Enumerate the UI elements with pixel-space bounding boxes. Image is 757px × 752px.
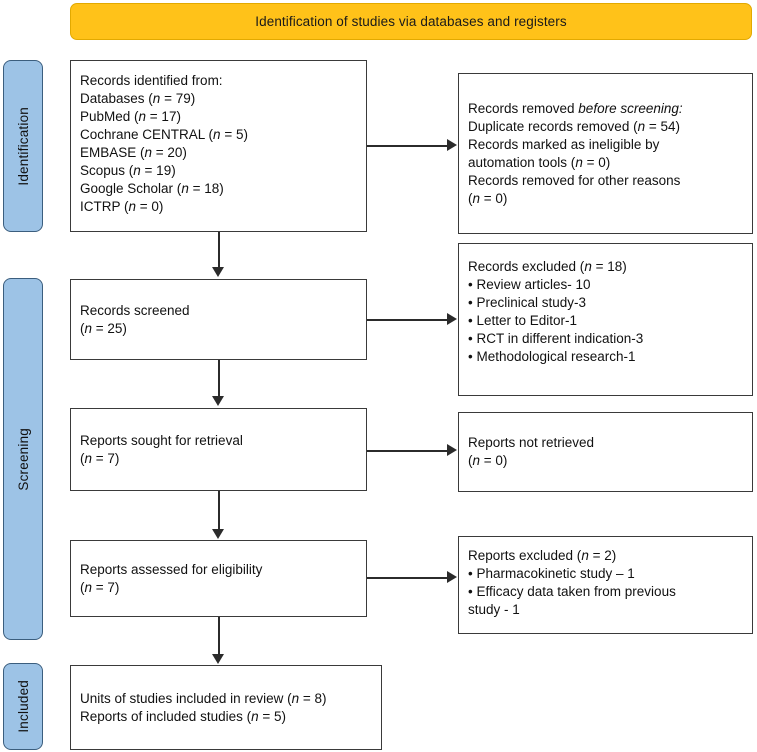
box-line: Cochrane CENTRAL (n = 5) xyxy=(80,127,248,142)
box-line: • Efficacy data taken from previous xyxy=(468,584,676,599)
box-line: Reports excluded (n = 2) xyxy=(468,548,617,563)
connector-assessed-to-excluded xyxy=(367,577,447,579)
stage-label-screening-text: Screening xyxy=(15,427,31,491)
box-records-identified: Records identified from: Databases (n = … xyxy=(70,60,367,232)
box-line: Units of studies included in review (n =… xyxy=(80,690,327,706)
box-line: Records identified from: xyxy=(80,73,223,88)
stage-label-included-text: Included xyxy=(15,680,31,733)
connector-screened-to-sought xyxy=(218,360,220,396)
box-reports-excluded: Reports excluded (n = 2) • Pharmacokinet… xyxy=(458,536,753,634)
connector-screened-to-excluded xyxy=(367,319,447,321)
stage-label-identification: Identification xyxy=(3,60,43,232)
banner-label: Identification of studies via databases … xyxy=(255,14,567,29)
box-studies-included: Units of studies included in review (n =… xyxy=(70,665,382,750)
box-line: Reports sought for retrieval xyxy=(80,432,243,448)
box-line: EMBASE (n = 20) xyxy=(80,145,187,160)
box-reports-not-retrieved: Reports not retrieved (n = 0) xyxy=(458,412,753,492)
box-line: • Preclinical study-3 xyxy=(468,295,587,310)
box-line: Records marked as ineligible by xyxy=(468,136,660,152)
box-line: (n = 7) xyxy=(80,450,120,466)
connector-identified-to-screened xyxy=(218,232,220,267)
box-line: Duplicate records removed (n = 54) xyxy=(468,118,680,134)
box-line: Reports assessed for eligibility xyxy=(80,561,263,577)
box-line: Google Scholar (n = 18) xyxy=(80,181,224,196)
box-line: Reports not retrieved xyxy=(468,435,595,450)
box-reports-assessed-for-eligibility: Reports assessed for eligibility (n = 7) xyxy=(70,540,367,617)
box-line: automation tools (n = 0) xyxy=(468,154,611,170)
box-line: • Pharmacokinetic study – 1 xyxy=(468,566,635,581)
box-records-removed-before-screening: Records removed before screening: Duplic… xyxy=(458,73,753,234)
box-line: Scopus (n = 19) xyxy=(80,163,176,178)
box-line: (n = 0) xyxy=(468,453,508,468)
stage-label-included: Included xyxy=(3,663,43,750)
arrowhead-assessed-to-included xyxy=(211,654,224,664)
box-line: • Letter to Editor-1 xyxy=(468,313,578,328)
arrowhead-screened-to-sought xyxy=(211,396,224,406)
connector-assessed-to-included xyxy=(218,617,220,654)
stage-label-screening: Screening xyxy=(3,278,43,640)
diagram-banner-title: Identification of studies via databases … xyxy=(70,3,752,40)
arrowhead-screened-to-excluded xyxy=(447,312,457,325)
box-reports-sought-for-retrieval: Reports sought for retrieval (n = 7) xyxy=(70,408,367,491)
box-line: study - 1 xyxy=(468,602,520,617)
box-line: • Review articles- 10 xyxy=(468,277,591,292)
box-line: (n = 7) xyxy=(80,579,120,595)
connector-sought-to-assessed xyxy=(218,491,220,529)
stage-label-identification-text: Identification xyxy=(15,106,31,186)
connector-sought-to-not-retrieved xyxy=(367,450,447,452)
box-line: Records screened xyxy=(80,302,190,318)
arrowhead-sought-to-assessed xyxy=(211,529,224,539)
box-line: Records removed before screening: xyxy=(468,100,683,116)
arrowhead-identified-to-removed xyxy=(447,138,457,151)
box-line: Databases (n = 79) xyxy=(80,91,196,106)
box-line: • RCT in different indication-3 xyxy=(468,331,644,346)
arrowhead-assessed-to-excluded xyxy=(447,570,457,583)
box-line: PubMed (n = 17) xyxy=(80,109,181,124)
arrowhead-sought-to-not-retrieved xyxy=(447,443,457,456)
box-records-excluded: Records excluded (n = 18) • Review artic… xyxy=(458,243,753,396)
box-line: ICTRP (n = 0) xyxy=(80,199,164,214)
box-line: Reports of included studies (n = 5) xyxy=(80,708,286,724)
box-line: (n = 25) xyxy=(80,320,127,336)
box-line: Records excluded (n = 18) xyxy=(468,259,627,274)
box-line: • Methodological research-1 xyxy=(468,349,636,364)
connector-identified-to-removed xyxy=(367,145,447,147)
box-line: Records removed for other reasons xyxy=(468,172,681,188)
box-records-screened: Records screened (n = 25) xyxy=(70,279,367,360)
arrowhead-identified-to-screened xyxy=(211,267,224,277)
box-line: (n = 0) xyxy=(468,190,508,206)
